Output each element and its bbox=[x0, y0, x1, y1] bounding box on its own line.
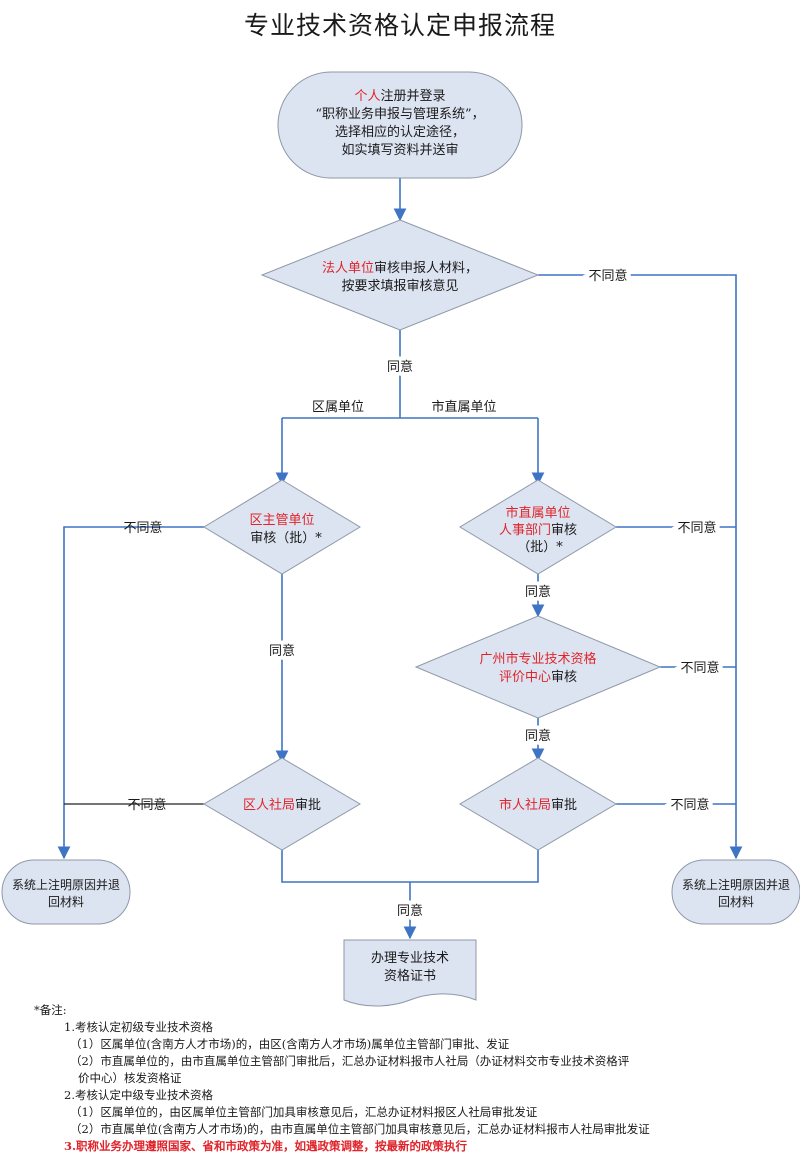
label-district-branch: 区属单位 bbox=[312, 400, 364, 415]
node-certificate bbox=[343, 939, 477, 1007]
node-city-unit-review bbox=[459, 479, 617, 575]
label-center-disagree: 不同意 bbox=[680, 660, 719, 676]
district-bureau-red-text: 区人社局 bbox=[243, 797, 295, 813]
label-city-unit-disagree: 不同意 bbox=[677, 520, 716, 536]
city-bureau-red-text: 市人社局 bbox=[499, 797, 551, 813]
center-line-2: 评价中心审核 bbox=[499, 670, 577, 685]
label-district-unit-agree: 同意 bbox=[269, 643, 295, 659]
return-left-line-2: 回材料 bbox=[48, 895, 84, 909]
certificate-line-2: 资格证书 bbox=[384, 968, 436, 984]
start-black-text: 注册并登录 bbox=[381, 89, 446, 104]
start-red-text: 个人 bbox=[354, 89, 380, 104]
district-unit-line-1: 区主管单位 bbox=[249, 513, 314, 528]
node-return-left bbox=[1, 859, 131, 925]
start-line-1: 个人注册并登录 bbox=[354, 89, 445, 104]
return-right-line-2: 回材料 bbox=[718, 895, 754, 909]
page-title: 专业技术资格认定申报流程 bbox=[243, 11, 556, 40]
start-line-3: 选择相应的认定途径， bbox=[335, 124, 465, 140]
city-unit-line-1: 市直属单位 bbox=[505, 505, 570, 521]
node-city-bureau bbox=[459, 757, 617, 851]
note-1-b-cont: 价中心）核发资格证 bbox=[78, 1071, 182, 1085]
node-center-review bbox=[414, 615, 662, 719]
note-2: 2.考核认定中级专业技术资格 bbox=[64, 1088, 213, 1102]
label-city-branch: 市直属单位 bbox=[431, 399, 496, 415]
edge-bureaus-join bbox=[281, 850, 539, 883]
center-black-text: 审核 bbox=[551, 670, 577, 685]
city-bureau-label: 市人社局审批 bbox=[499, 797, 577, 813]
city-unit-red-text: 人事部门 bbox=[499, 523, 551, 538]
node-return-right bbox=[671, 859, 800, 925]
label-city-unit-agree: 同意 bbox=[525, 584, 551, 600]
label-legal-disagree: 不同意 bbox=[588, 268, 627, 284]
center-red-text: 评价中心 bbox=[499, 670, 551, 685]
city-unit-black-text: 审核 bbox=[551, 523, 577, 538]
label-city-bureau-disagree: 不同意 bbox=[670, 797, 709, 813]
center-line-1: 广州市专业技术资格 bbox=[479, 651, 596, 667]
note-2-b: （2）市直属单位(含南方人才市场)的，由市直属单位主管部门加具审核意见后，汇总办… bbox=[70, 1122, 650, 1136]
node-legal-review bbox=[260, 219, 540, 331]
legal-red-text: 法人单位 bbox=[322, 261, 374, 276]
connectors bbox=[57, 178, 743, 940]
return-right-line-1: 系统上注明原因并退 bbox=[682, 877, 790, 892]
node-district-bureau bbox=[203, 757, 361, 851]
node-district-unit-review bbox=[203, 479, 361, 575]
notes-section: *备注: 1.考核认定初级专业技术资格 （1）区属单位(含南方人才市场)的，由区… bbox=[34, 1002, 794, 1155]
district-bureau-black-text: 审批 bbox=[295, 798, 321, 813]
certificate-line-1: 办理专业技术 bbox=[371, 951, 449, 966]
label-legal-agree: 同意 bbox=[387, 359, 413, 375]
note-2-a: （1）区属单位的，由区属单位主管部门加具审核意见后，汇总办证材料报区人社局审批发… bbox=[70, 1105, 538, 1119]
edge-district-unit-disagree bbox=[57, 526, 204, 860]
note-3: 3.职称业务办理遵照国家、省和市政策为准，如遇政策调整，按最新的政策执行 bbox=[64, 1139, 468, 1153]
district-bureau-label: 区人社局审批 bbox=[243, 797, 321, 813]
label-center-agree: 同意 bbox=[525, 728, 551, 744]
label-district-unit-disagree: 不同意 bbox=[123, 520, 162, 536]
city-unit-line-3: （批）* bbox=[517, 540, 563, 555]
edge-legal-disagree bbox=[538, 274, 743, 860]
district-unit-line-2: 审核（批）* bbox=[250, 531, 322, 546]
note-1-b: （2）市直属单位的，由市直属单位主管部门审批后，汇总办证材料报市人社局（办证材料… bbox=[70, 1054, 630, 1068]
notes-heading: *备注: bbox=[34, 1003, 67, 1017]
note-1: 1.考核认定初级专业技术资格 bbox=[64, 1020, 213, 1034]
start-line-2: “职称业务申报与管理系统”， bbox=[315, 106, 484, 122]
return-left-line-1: 系统上注明原因并退 bbox=[12, 877, 120, 892]
city-bureau-black-text: 审批 bbox=[551, 798, 577, 813]
start-line-4: 如实填写资料并送审 bbox=[341, 142, 458, 158]
node-start bbox=[277, 71, 523, 179]
city-unit-line-2: 人事部门审核 bbox=[499, 523, 577, 538]
label-final-agree: 同意 bbox=[397, 903, 423, 919]
legal-line-1: 法人单位审核申报人材料， bbox=[322, 261, 478, 276]
label-district-bureau-disagree: 不同意 bbox=[127, 797, 166, 813]
legal-line-2: 按要求填报审核意见 bbox=[341, 278, 458, 294]
note-1-a: （1）区属单位(含南方人才市场)的，由区(含南方人才市场)属单位主管部门审批、发… bbox=[70, 1037, 510, 1051]
legal-black-text: 审核申报人材料， bbox=[374, 261, 478, 276]
